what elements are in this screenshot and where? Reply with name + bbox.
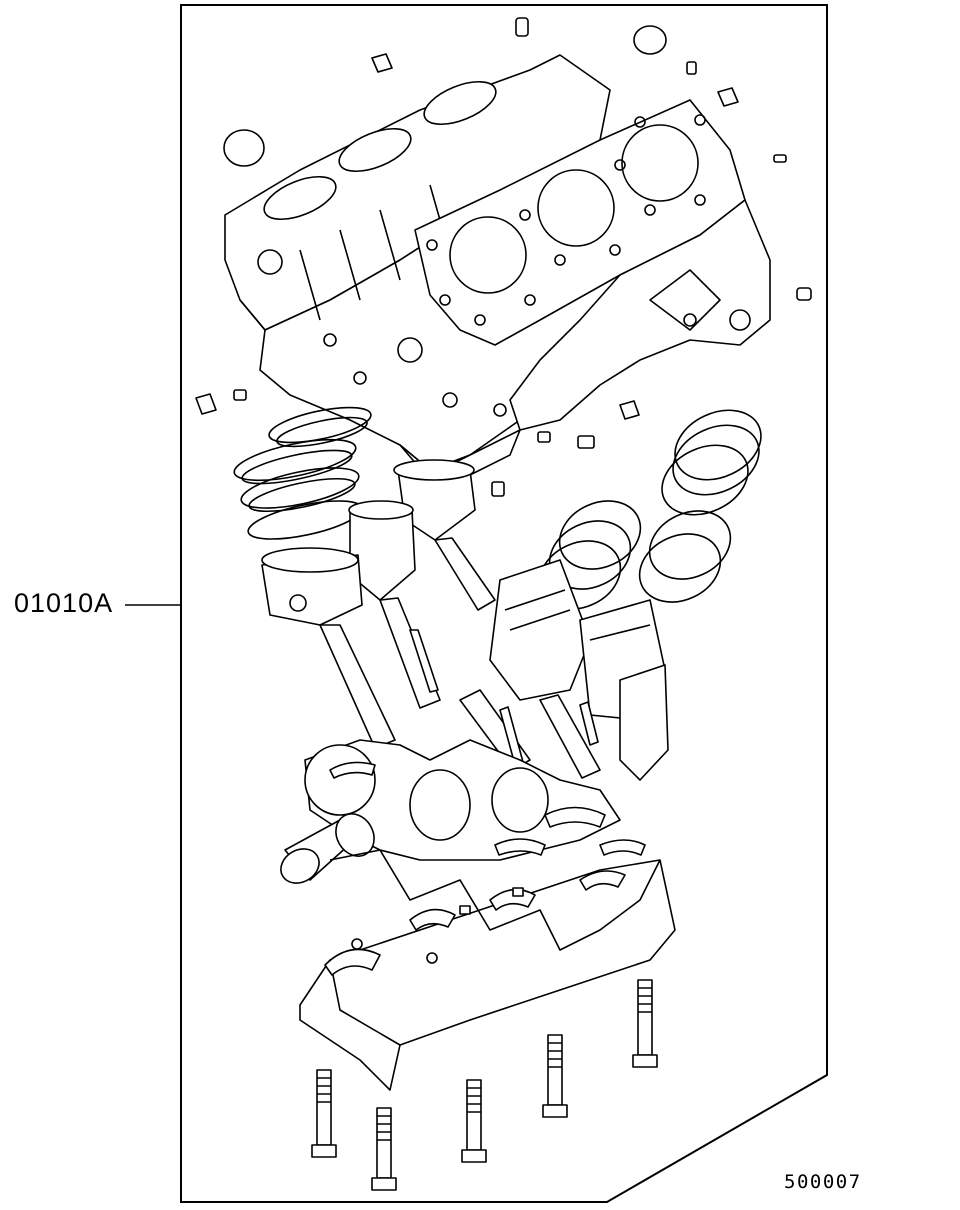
frame-border — [181, 5, 827, 1202]
bolt-2 — [372, 1108, 396, 1190]
gasket-bore-2 — [538, 170, 614, 246]
gasket-bore-1 — [450, 217, 526, 293]
right-pistons — [490, 560, 668, 780]
bearing-ladder-frame — [300, 850, 675, 1090]
bearing-cap-bolts — [312, 980, 657, 1190]
left-connecting-rods — [320, 538, 495, 748]
right-piston-rings — [528, 397, 772, 622]
upper-bearing-shells — [330, 762, 645, 855]
bolt-3 — [462, 1080, 486, 1162]
bolt-1 — [312, 1070, 336, 1157]
bolt-5 — [633, 980, 657, 1067]
gasket-bore-3 — [622, 125, 698, 201]
cylinder-block — [225, 55, 770, 480]
right-connecting-rods — [460, 690, 600, 778]
part-number-callout: 01010A — [14, 588, 114, 618]
left-piston-rings — [231, 400, 374, 546]
left-pistons — [262, 460, 475, 625]
core-plugs — [196, 18, 811, 496]
figure-code: 500007 — [784, 1171, 862, 1193]
bolt-4 — [543, 1035, 567, 1117]
